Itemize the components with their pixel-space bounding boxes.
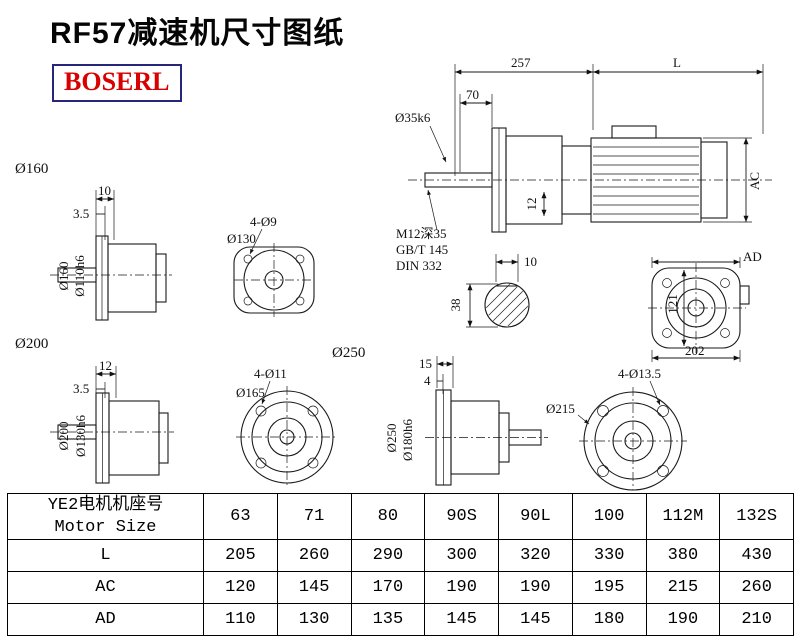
dia-160-label: Ø160 (56, 262, 71, 291)
table-cell: 110 (203, 603, 278, 636)
holes-4x11-label: 4-Ø11 (254, 366, 287, 381)
boserl-logo: BOSERL (52, 64, 182, 102)
dimension-table: YE2电机机座号 Motor Size 63 71 80 90S 90L 100… (7, 493, 794, 636)
key-height-label: 38 (448, 299, 463, 312)
motor-size-label-en: Motor Size (54, 517, 157, 537)
view-200-title: Ø200 (15, 336, 48, 352)
dia-110h6-label: Ø110h6 (72, 255, 87, 297)
table-col-header: 90L (498, 493, 573, 540)
table-cell: 320 (498, 539, 573, 572)
dim-3-5-label: 3.5 (73, 206, 89, 221)
table-cell: 380 (645, 539, 721, 572)
dim-70-label: 70 (466, 87, 479, 102)
table-cell: 145 (498, 603, 573, 636)
holes-4x9-label: 4-Ø9 (250, 214, 277, 229)
table-col-header: 71 (276, 493, 352, 540)
view-200-side: Ø200 12 3.5 Ø200 Ø130h6 (15, 336, 174, 484)
table-cell: 190 (498, 571, 573, 604)
row-label: AD (7, 603, 204, 636)
table-col-header: 63 (203, 493, 278, 540)
dim-12-label: 12 (524, 198, 539, 211)
table-cell: 190 (424, 571, 499, 604)
dia-180h6-label: Ø180h6 (400, 419, 415, 461)
table-cell: 205 (203, 539, 278, 572)
dia-215-label: Ø215 (546, 401, 575, 416)
table-col-header: 112M (645, 493, 721, 540)
motor-size-header: YE2电机机座号 Motor Size (7, 493, 204, 540)
view-250-side: 15 4 Ø250 Ø180h6 (384, 356, 548, 486)
table-cell: 135 (350, 603, 426, 636)
page-title: RF57减速机尺寸图纸 (50, 17, 345, 50)
dim-AD-label: AD (743, 249, 762, 264)
view-ad-flange: AD 121 202 (648, 249, 762, 362)
standard-note-2: DIN 332 (396, 258, 442, 273)
table-cell: 290 (350, 539, 426, 572)
table-cell: 300 (424, 539, 499, 572)
table-cell: 145 (276, 571, 352, 604)
dia-130-label: Ø130 (227, 231, 256, 246)
dim-AC-label: AC (747, 172, 762, 190)
dim-121-label: 121 (665, 294, 680, 314)
table-row-L: L 205 260 290 300 320 330 380 430 (7, 539, 794, 572)
table-cell: 130 (276, 603, 352, 636)
table-row-AC: AC 120 145 170 190 190 195 215 260 (7, 571, 794, 604)
view-flange-130: 4-Ø9 Ø130 (227, 214, 315, 317)
view-160-title: Ø160 (15, 161, 48, 177)
motor-size-label-cn: YE2电机机座号 (47, 496, 164, 516)
dim-257-label: 257 (511, 55, 531, 70)
dim-L-label: L (673, 55, 681, 70)
dim-3-5b-label: 3.5 (73, 381, 89, 396)
table-cell: 195 (571, 571, 647, 604)
table-cell: 145 (424, 603, 499, 636)
key-width-label: 10 (524, 254, 537, 269)
technical-drawing: Ø160 10 3.5 Ø160 Ø110h6 4-Ø9 Ø130 (15, 55, 772, 491)
view-shaft-section: 10 38 (448, 254, 537, 328)
table-cell: 180 (571, 603, 647, 636)
dim-202-label: 202 (685, 343, 705, 358)
shaft-dia-label: Ø35k6 (395, 110, 431, 125)
dia-250-label: Ø250 (384, 424, 399, 453)
table-cell: 190 (645, 603, 721, 636)
table-col-header: 90S (424, 493, 499, 540)
dia-130h6-label: Ø130h6 (73, 415, 88, 457)
dim-12b-label: 12 (99, 358, 112, 373)
table-row-AD: AD 110 130 135 145 145 180 190 210 (7, 603, 794, 636)
table-cell: 120 (203, 571, 278, 604)
dim-4-label: 4 (424, 373, 431, 388)
view-main-assembly: 257 L 70 Ø35k6 12 AC M12深35 GB/T 145 DIN… (395, 55, 772, 273)
table-cell: 260 (719, 571, 794, 604)
row-label: L (7, 539, 204, 572)
table-cell: 260 (276, 539, 352, 572)
view-flange-165: Ø250 4-Ø11 Ø165 (236, 345, 365, 488)
table-cell: 430 (719, 539, 794, 572)
table-cell: 330 (571, 539, 647, 572)
dim-15-label: 15 (419, 356, 432, 371)
thread-note: M12深35 (396, 226, 447, 241)
table-header-row: YE2电机机座号 Motor Size 63 71 80 90S 90L 100… (7, 493, 794, 540)
dia-200-label: Ø200 (56, 422, 71, 451)
table-cell: 210 (719, 603, 794, 636)
view-250-title: Ø250 (332, 345, 365, 361)
holes-4x13-5-label: 4-Ø13.5 (618, 366, 661, 381)
table-col-header: 132S (719, 493, 794, 540)
table-col-header: 100 (571, 493, 647, 540)
dia-165-label: Ø165 (236, 385, 265, 400)
row-label: AC (7, 571, 204, 604)
table-cell: 170 (350, 571, 426, 604)
view-flange-215: 4-Ø13.5 Ø215 (546, 366, 687, 491)
table-cell: 215 (645, 571, 721, 604)
table-col-header: 80 (350, 493, 426, 540)
view-160-side: Ø160 10 3.5 Ø160 Ø110h6 (15, 161, 172, 321)
dim-10-label: 10 (98, 183, 111, 198)
standard-note-1: GB/T 145 (396, 242, 448, 257)
